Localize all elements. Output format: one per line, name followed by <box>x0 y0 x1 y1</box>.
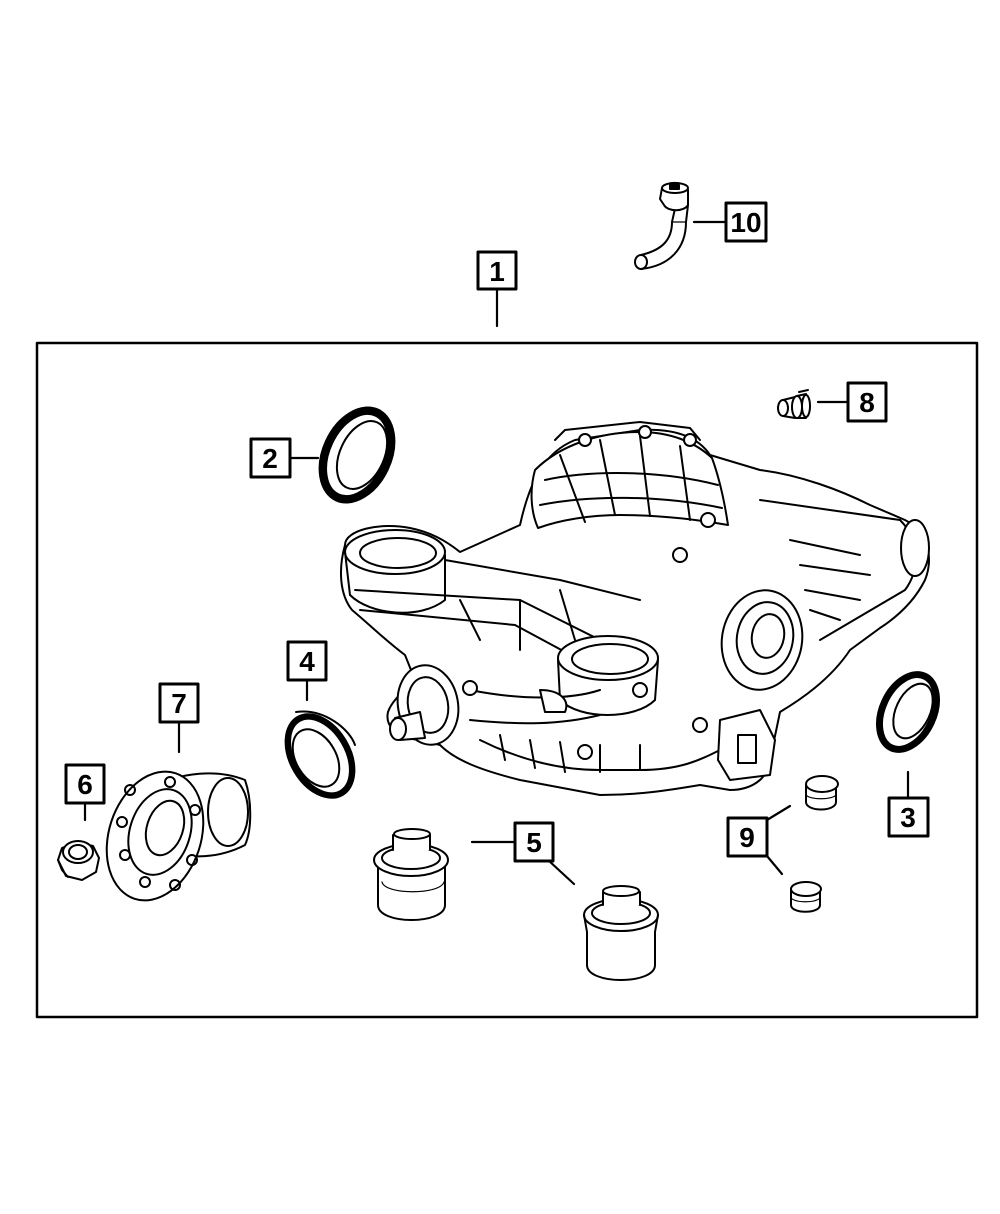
callout-2: 2 <box>249 437 292 479</box>
breather-hose-part <box>634 182 689 270</box>
drain-plug-part <box>777 389 811 419</box>
callout-label-2: 2 <box>262 443 278 474</box>
callout-3: 3 <box>887 796 930 838</box>
seal-part-2 <box>318 406 396 504</box>
callout-10: 10 <box>724 201 768 243</box>
bushing-part-5a <box>373 828 449 921</box>
leader-line-5 <box>470 840 576 886</box>
callout-label-10: 10 <box>730 207 761 238</box>
callout-6: 6 <box>64 763 106 805</box>
seal-part-4 <box>284 710 356 799</box>
callout-8: 8 <box>846 381 888 423</box>
callout-4: 4 <box>286 640 328 682</box>
callout-label-4: 4 <box>299 646 315 677</box>
callout-label-1: 1 <box>489 256 505 287</box>
pinion-nut-part <box>57 840 100 881</box>
callout-7: 7 <box>158 682 200 724</box>
callout-label-3: 3 <box>900 802 916 833</box>
bushing-part-5b <box>583 885 659 981</box>
leader-lines <box>83 220 910 886</box>
callout-5: 5 <box>513 821 555 863</box>
differential-housing-part <box>340 421 930 796</box>
callout-label-8: 8 <box>859 387 875 418</box>
seal-part-3 <box>876 671 940 753</box>
assembly-frame <box>35 341 979 1019</box>
callout-9: 9 <box>726 816 769 858</box>
plug-part-9b <box>790 881 822 913</box>
leader-line-9 <box>765 804 792 876</box>
companion-flange-part <box>105 770 252 902</box>
plug-part-9a <box>805 775 839 811</box>
callout-label-9: 9 <box>739 822 755 853</box>
callout-1: 1 <box>476 250 518 291</box>
callout-label-6: 6 <box>77 769 93 800</box>
callout-label-5: 5 <box>526 827 542 858</box>
callout-label-7: 7 <box>171 688 187 719</box>
